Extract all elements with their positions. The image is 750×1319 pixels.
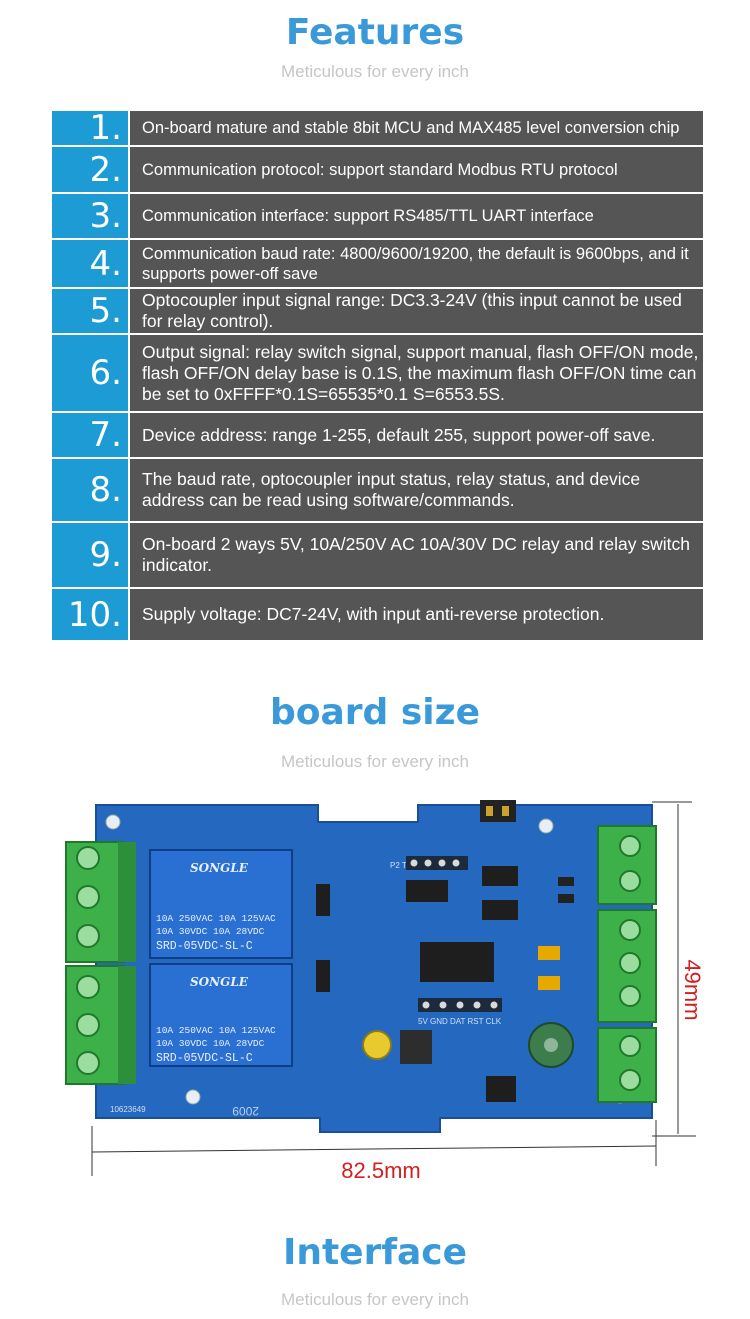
programming-header: [418, 998, 502, 1012]
feature-number: 9.: [52, 523, 128, 587]
interface-subtitle: Meticulous for every inch: [280, 1290, 470, 1309]
features-subtitle: Meticulous for every inch: [280, 62, 470, 81]
relay-2: SONGLE 10A 250VAC 10A 125VAC 10A 30VDC 1…: [149, 963, 293, 1067]
feature-number: 7.: [52, 413, 128, 457]
uart-pins: [406, 856, 468, 870]
relay-rating-2: 10A 30VDC 10A 28VDC: [156, 1038, 265, 1049]
feature-number: 6.: [52, 335, 128, 411]
programming-header-label: 5V GND DAT RST CLK: [418, 1017, 502, 1026]
terminal-block-left-top: [65, 841, 136, 963]
relay-rating-1: 10A 250VAC 10A 125VAC: [156, 913, 276, 924]
board-size-subtitle: Meticulous for every inch: [280, 752, 470, 771]
feature-row: 10. Supply voltage: DC7-24V, with input …: [52, 589, 703, 640]
feature-text: Output signal: relay switch signal, supp…: [130, 335, 703, 411]
terminal-block-left-bottom: [65, 965, 136, 1085]
feature-row: 4. Communication baud rate: 4800/9600/19…: [52, 240, 703, 287]
smd-resistors: [316, 877, 574, 992]
feature-text: Device address: range 1-255, default 255…: [130, 413, 703, 457]
height-label: 49mm: [680, 959, 705, 1020]
feature-number: 1.: [52, 108, 128, 148]
feature-text: Optocoupler input signal range: DC3.3-24…: [130, 289, 703, 333]
optocoupler-chips: [406, 866, 518, 1102]
feature-text: The baud rate, optocoupler input status,…: [130, 459, 703, 521]
feature-row: 6. Output signal: relay switch signal, s…: [52, 335, 703, 411]
feature-number: 4.: [52, 240, 128, 287]
inductor: [400, 1030, 432, 1064]
relay-rating-1: 10A 250VAC 10A 125VAC: [156, 1025, 276, 1036]
terminal-block-right-bottom: [597, 1027, 657, 1103]
board-code: 10623649: [110, 1105, 146, 1114]
features-list: 1. On-board mature and stable 8bit MCU a…: [52, 108, 703, 642]
board-figure: SONGLE 10A 250VAC 10A 125VAC 10A 30VDC 1…: [65, 800, 705, 1183]
jumper-header: [430, 800, 516, 842]
interface-title: Interface: [282, 1232, 468, 1273]
feature-row: 8. The baud rate, optocoupler input stat…: [52, 459, 703, 521]
board-size-title: board size: [270, 692, 480, 733]
feature-row: 7. Device address: range 1-255, default …: [52, 413, 703, 457]
feature-row: 3. Communication interface: support RS48…: [52, 194, 703, 238]
height-dimension-line: [652, 801, 696, 1137]
mcu-chip: [420, 942, 494, 982]
feature-text: On-board mature and stable 8bit MCU and …: [130, 111, 703, 145]
terminal-block-right-mid: [597, 909, 657, 1023]
feature-text: Supply voltage: DC7-24V, with input anti…: [130, 589, 703, 640]
relay-1: SONGLE 10A 250VAC 10A 125VAC 10A 30VDC 1…: [149, 849, 293, 959]
width-dimension-line: [91, 1120, 657, 1176]
feature-text: Communication protocol: support standard…: [130, 147, 703, 192]
relay-brand: SONGLE: [190, 861, 249, 875]
width-label: 82.5mm: [341, 1158, 420, 1183]
feature-text: On-board 2 ways 5V, 10A/250V AC 10A/30V …: [130, 523, 703, 587]
feature-number: 5.: [52, 289, 128, 333]
relay-model: SRD-05VDC-SL-C: [156, 1052, 253, 1065]
features-title: Features: [285, 12, 465, 53]
relay-rating-2: 10A 30VDC 10A 28VDC: [156, 926, 265, 937]
feature-number: 2.: [52, 147, 128, 192]
relay-model: SRD-05VDC-SL-C: [156, 940, 253, 953]
terminal-block-right-top: [597, 825, 657, 905]
feature-row: 1. On-board mature and stable 8bit MCU a…: [52, 108, 703, 148]
feature-text: Communication interface: support RS485/T…: [130, 194, 703, 238]
capacitors: [362, 1022, 574, 1068]
feature-number: 3.: [52, 194, 128, 238]
feature-row: 5. Optocoupler input signal range: DC3.3…: [52, 289, 703, 333]
year-mark: 2009: [232, 1104, 259, 1118]
feature-number: 8.: [52, 459, 128, 521]
feature-row: 9. On-board 2 ways 5V, 10A/250V AC 10A/3…: [52, 523, 703, 587]
feature-row: 2. Communication protocol: support stand…: [52, 147, 703, 192]
relay-brand: SONGLE: [190, 975, 249, 989]
feature-number: 10.: [52, 589, 128, 640]
feature-text: Communication baud rate: 4800/9600/19200…: [130, 240, 703, 287]
